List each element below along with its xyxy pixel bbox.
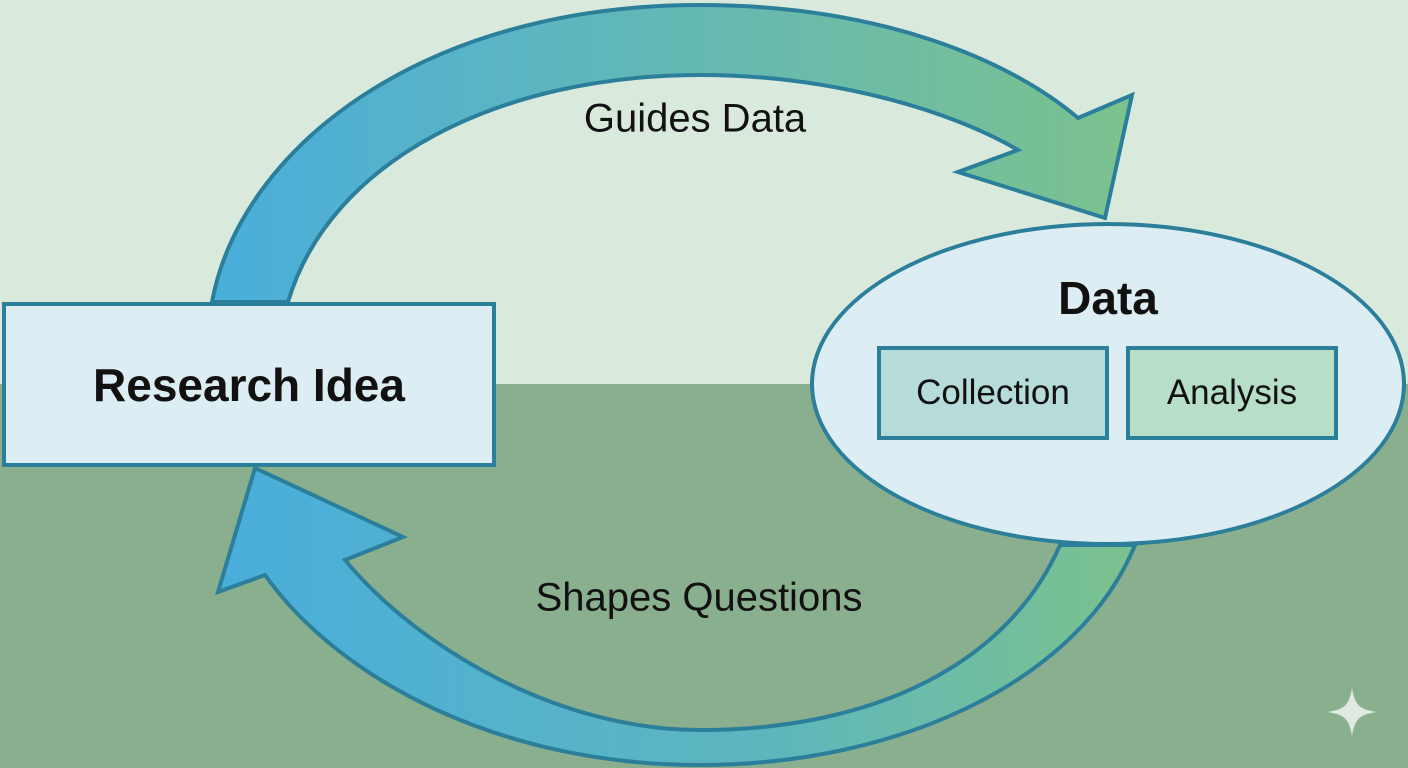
- edge-label-guides-data: Guides Data: [583, 96, 807, 141]
- edge-label-shapes-questions: Shapes Questions: [535, 575, 863, 620]
- data-part-collection: Collection: [877, 346, 1109, 440]
- collection-label: Collection: [916, 373, 1070, 412]
- arrow-guides-data: [209, 2, 1135, 304]
- analysis-label: Analysis: [1166, 373, 1298, 412]
- node-research-idea: Research Idea: [2, 302, 496, 467]
- research-idea-label: Research Idea: [93, 358, 405, 411]
- data-title: Data: [1058, 272, 1158, 324]
- arrow-shapes-questions: [214, 465, 1138, 768]
- sparkle-icon: [1328, 688, 1376, 736]
- data-part-analysis: Analysis: [1126, 346, 1338, 440]
